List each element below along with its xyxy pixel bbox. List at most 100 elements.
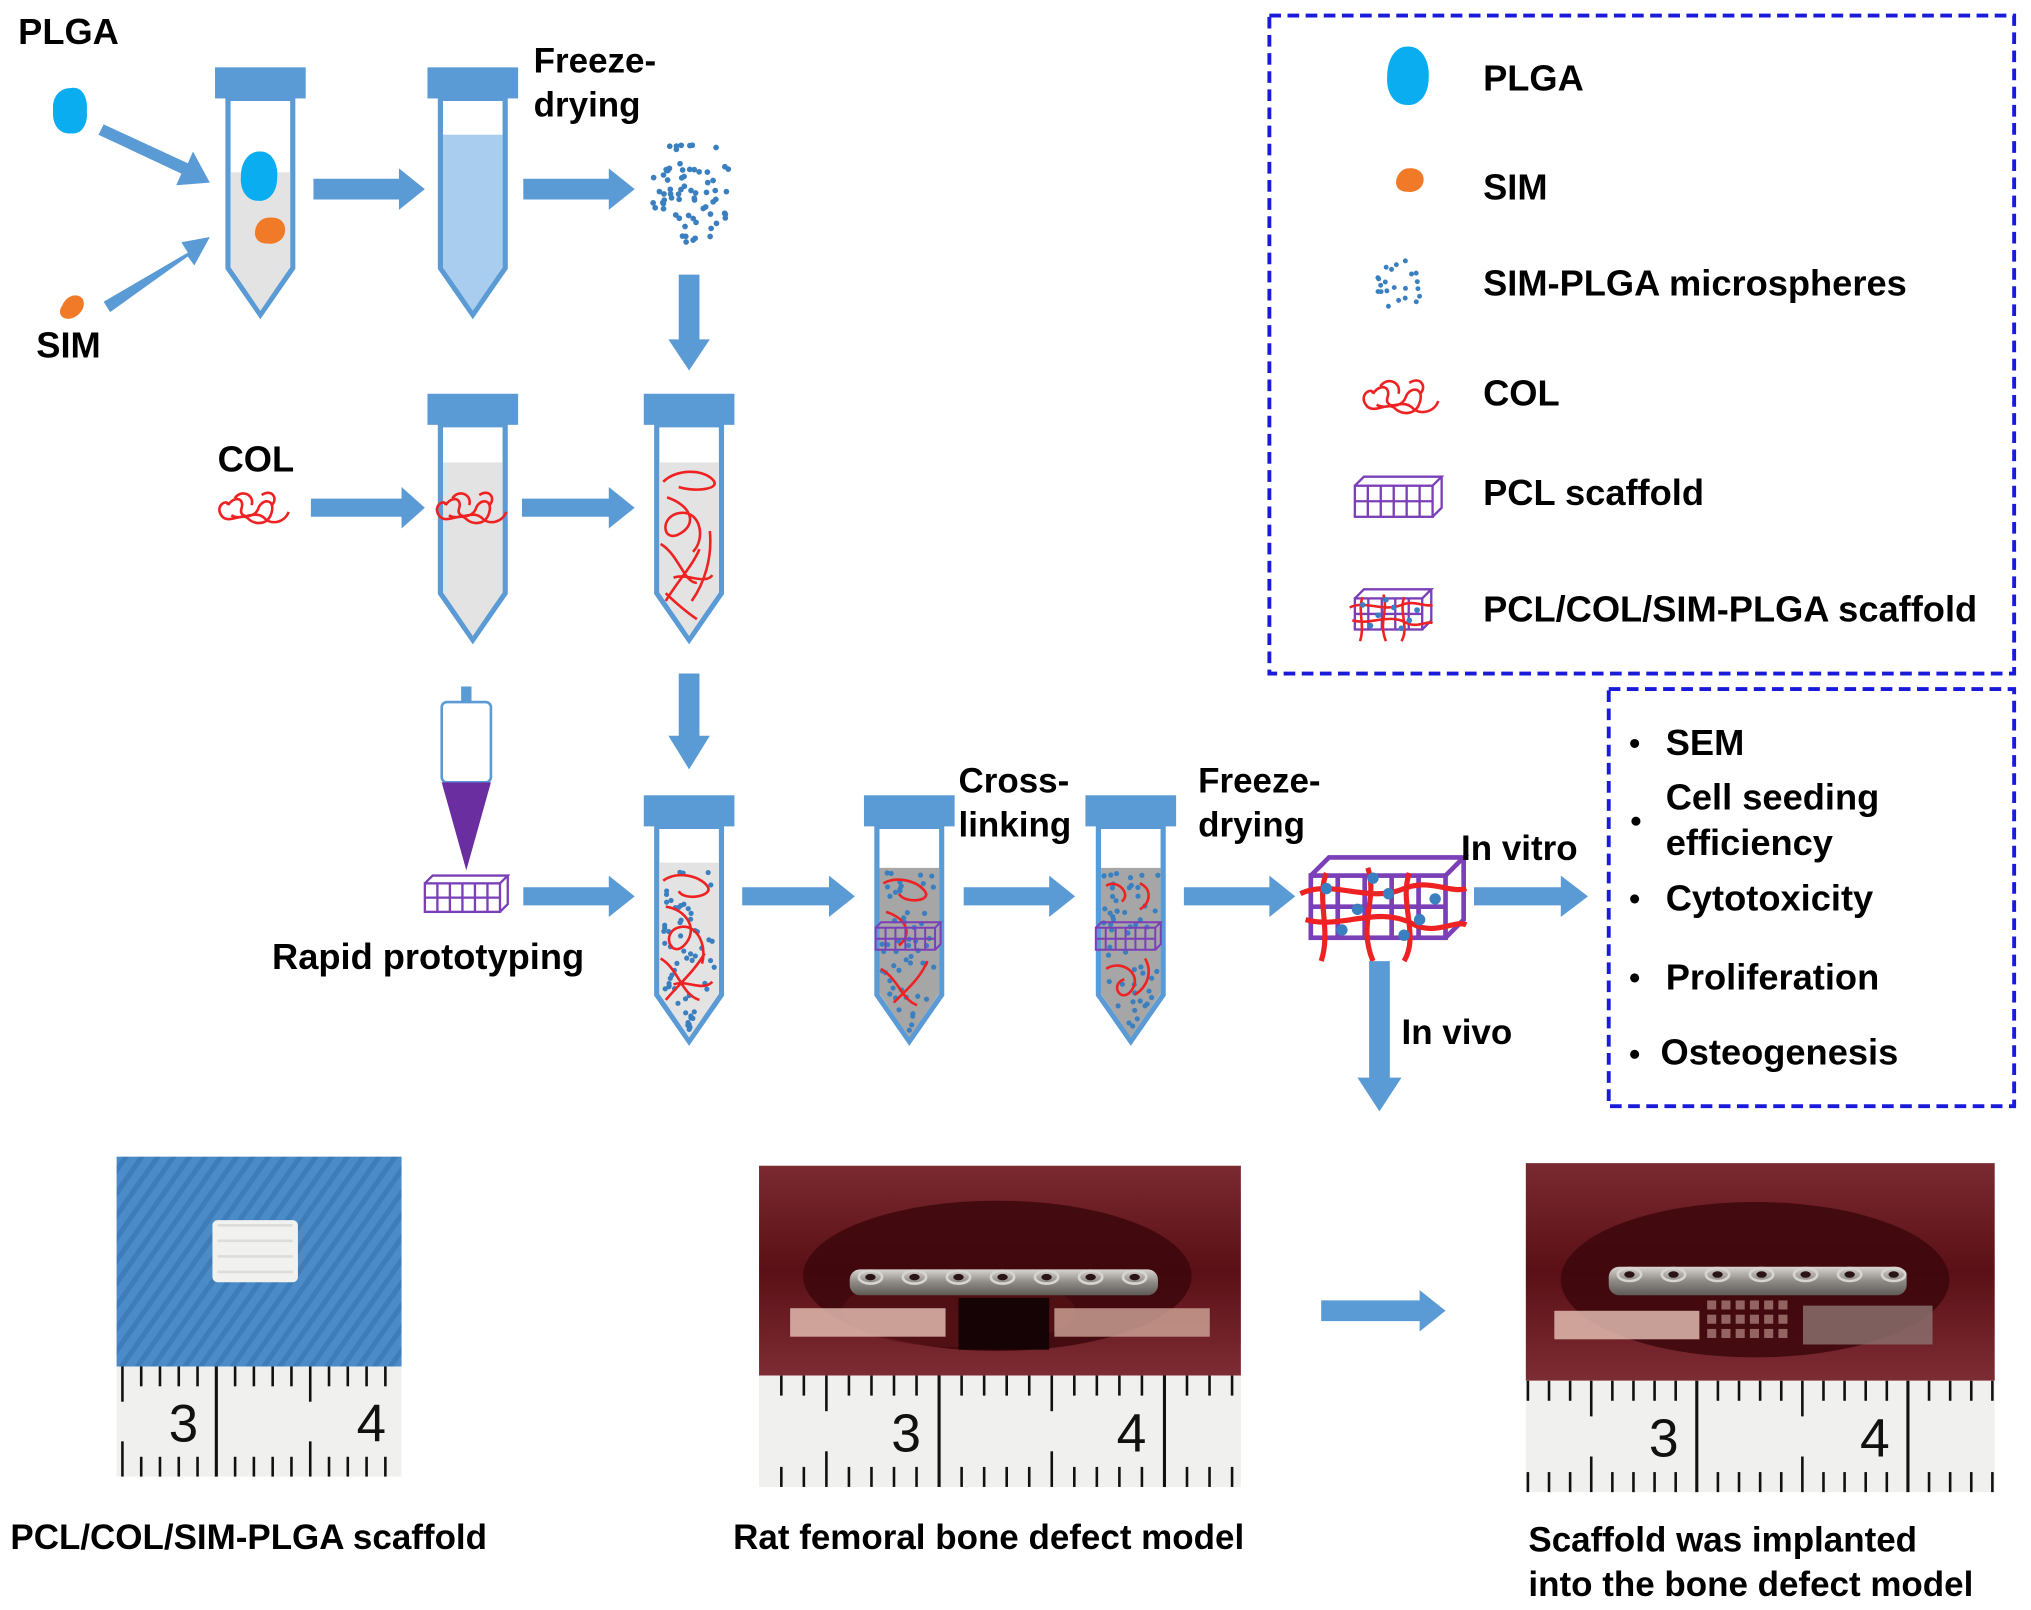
arrow-in-vivo — [1357, 961, 1402, 1112]
pcl-scaffold-icon — [1353, 475, 1445, 518]
microsphere-dot — [1102, 906, 1108, 912]
arrow-collagen-to-dispersed — [522, 487, 635, 529]
pcl-edges — [874, 921, 943, 951]
microsphere-dot — [689, 957, 695, 963]
microsphere-dot — [915, 993, 921, 999]
microsphere-dot — [1114, 908, 1120, 914]
microsphere-dot — [1375, 612, 1382, 619]
microsphere-dot — [1108, 872, 1114, 878]
microsphere-dot — [906, 942, 912, 949]
arrow-plga-to-tube — [98, 124, 210, 186]
screw-head — [1712, 1271, 1723, 1278]
ruler-number: 4 — [357, 1394, 386, 1453]
microsphere-dot — [892, 889, 899, 895]
scaffold-pore — [1764, 1328, 1774, 1338]
microsphere-dot — [667, 186, 674, 193]
microsphere-dot — [1396, 297, 1402, 303]
microsphere-dot — [1138, 964, 1144, 970]
screw-head — [1800, 1271, 1811, 1278]
collagen-icon — [218, 491, 290, 525]
microsphere-dot — [700, 205, 707, 212]
process-label-in-vitro: In vitro — [1461, 829, 1578, 868]
microsphere-dot — [1106, 979, 1112, 985]
microsphere-dot — [676, 196, 682, 203]
process-label-rapid-prototyping: Rapid prototyping — [272, 936, 584, 977]
microsphere-dot — [673, 143, 680, 149]
scaffold-pore — [1778, 1328, 1788, 1338]
microsphere-dot — [1398, 625, 1405, 632]
plate-hole — [1660, 1266, 1687, 1283]
microsphere-dot — [696, 168, 702, 175]
scaffold-pore — [1764, 1314, 1774, 1324]
microsphere-dot — [662, 940, 668, 946]
tube-collagen-dispersed — [643, 393, 735, 645]
tube-combined — [863, 795, 955, 1046]
microsphere-dot — [1140, 970, 1146, 976]
plga-blob-icon — [1387, 46, 1429, 106]
scaffold-pore — [1707, 1328, 1717, 1338]
microsphere-dot — [685, 906, 691, 912]
microsphere-dot — [681, 948, 687, 954]
arrow-mix-to-solution — [313, 168, 425, 210]
legend-label: COL — [1483, 372, 1560, 413]
plate-hole — [1836, 1266, 1863, 1283]
microsphere-dot — [723, 188, 730, 195]
collagen-fibers — [1299, 867, 1468, 963]
ruler-number: 4 — [1117, 1404, 1147, 1463]
plate-hole — [901, 1269, 928, 1285]
bullet-icon — [1630, 1049, 1640, 1059]
microsphere-dot — [891, 963, 897, 969]
microsphere-dot — [896, 938, 902, 944]
microsphere-dot — [664, 888, 670, 894]
microsphere-dot — [1135, 884, 1141, 891]
microsphere-dot — [1137, 917, 1143, 923]
process-label-freeze-drying-2a: Freeze- — [1198, 762, 1320, 801]
process-label-freeze-drying-1a: Freeze- — [534, 42, 656, 81]
microsphere-dot — [687, 1024, 693, 1030]
microsphere-dot — [1336, 924, 1348, 936]
microsphere-dot — [909, 1022, 915, 1028]
microsphere-dot — [1390, 604, 1397, 611]
test-item: Cell seeding — [1666, 777, 1880, 818]
microsphere-dot — [1382, 888, 1395, 900]
pcl-edges — [1309, 855, 1470, 940]
microsphere-dot — [705, 869, 711, 876]
scaffold-pore — [1721, 1300, 1731, 1310]
microsphere-dot — [688, 187, 694, 194]
microsphere-dot — [884, 870, 890, 876]
microsphere-dot — [901, 915, 907, 921]
tube-solution — [427, 67, 519, 320]
microsphere-dot — [682, 996, 689, 1002]
collagen-fibers — [1349, 594, 1434, 642]
microsphere-dot — [1130, 1023, 1136, 1029]
microsphere-dot — [691, 195, 698, 202]
photo-caption-bone-defect: Rat femoral bone defect model — [733, 1518, 1244, 1557]
microsphere-dot — [917, 872, 924, 878]
microsphere-dot — [908, 953, 914, 960]
legend-label: PLGA — [1483, 58, 1584, 99]
microsphere-dot — [1101, 873, 1107, 879]
microsphere-dot — [1142, 1003, 1148, 1009]
microsphere-dot — [1417, 293, 1423, 299]
microsphere-dot — [676, 215, 683, 222]
microsphere-dot — [1149, 975, 1155, 981]
screw-head — [1041, 1273, 1052, 1281]
microsphere-dot — [707, 957, 714, 964]
microsphere-dot — [1139, 872, 1145, 878]
legend-item-col: COL — [1362, 372, 1560, 415]
collagen-fibers — [218, 491, 290, 525]
microsphere-dot — [683, 239, 689, 245]
microsphere-dot — [1132, 1007, 1138, 1013]
microsphere-dot — [675, 191, 682, 197]
arrow-pcl-to-tube — [523, 875, 635, 918]
microsphere-dot — [650, 200, 656, 206]
scaffold-pore — [1778, 1314, 1788, 1324]
microsphere-dot — [1113, 898, 1119, 904]
microsphere-dot — [663, 899, 670, 905]
microsphere-dot — [713, 220, 720, 227]
arrow-in-vitro — [1474, 875, 1589, 918]
photo-caption-implanted-1: Scaffold was implanted — [1528, 1521, 1917, 1560]
